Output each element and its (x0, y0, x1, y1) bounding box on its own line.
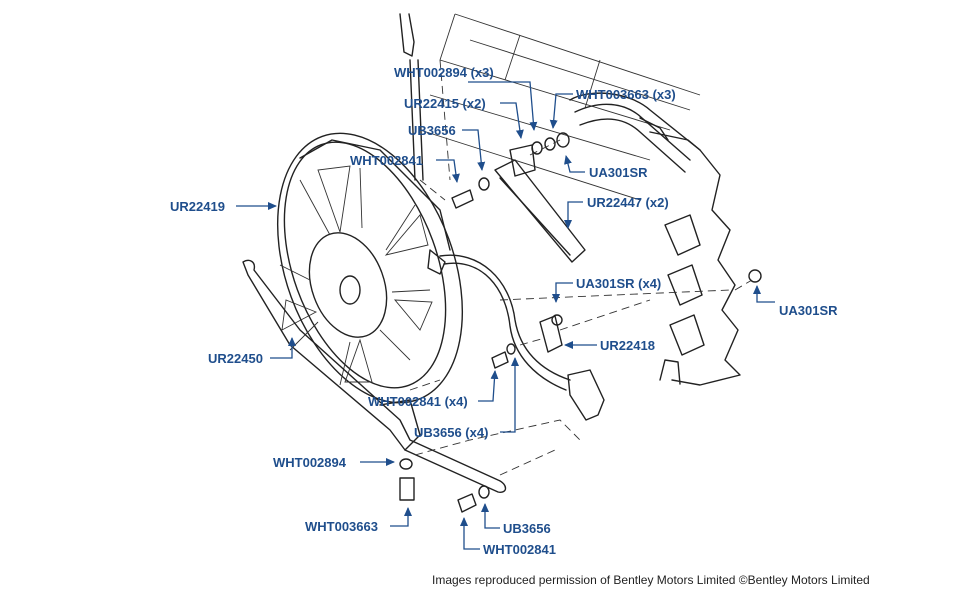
bottom-fasteners (399, 458, 490, 513)
label-wht003663-bottom: WHT003663 (305, 519, 378, 534)
label-ur22418: UR22418 (600, 338, 655, 353)
top-fasteners (451, 132, 762, 283)
label-ua301sr-right: UA301SR (779, 303, 838, 318)
label-ur22415-x2: UR22415 (x2) (404, 96, 486, 111)
radiator-assembly (419, 13, 741, 386)
label-wht002841-top: WHT002841 (350, 153, 423, 168)
label-wht002841-bottom: WHT002841 (483, 542, 556, 557)
wiring-harness (439, 254, 605, 421)
label-ur22447-x2: UR22447 (x2) (587, 195, 669, 210)
label-ua301sr-x4: UA301SR (x4) (576, 276, 661, 291)
label-ub3656-top: UB3656 (408, 123, 456, 138)
label-wht002894-x3: WHT002894 (x3) (394, 65, 494, 80)
label-ur22419: UR22419 (170, 199, 225, 214)
assembly-guide-lines (409, 59, 753, 476)
label-ua301sr-top: UA301SR (589, 165, 648, 180)
copyright-notice: Images reproduced permission of Bentley … (432, 573, 870, 587)
fan-assembly (276, 132, 464, 404)
label-ur22450: UR22450 (208, 351, 263, 366)
upper-bracket-rod (399, 13, 424, 181)
label-ub3656-x4: UB3656 (x4) (414, 425, 488, 440)
strut-bracket (494, 144, 586, 263)
leader-lines (236, 81, 775, 550)
label-ub3656-bottom: UB3656 (503, 521, 551, 536)
label-wht003663-x3: WHT003663 (x3) (576, 87, 676, 102)
small-bracket (491, 314, 563, 369)
label-wht002841-x4: WHT002841 (x4) (368, 394, 468, 409)
lower-support-rod (242, 259, 507, 493)
label-wht002894-bottom: WHT002894 (273, 455, 347, 470)
